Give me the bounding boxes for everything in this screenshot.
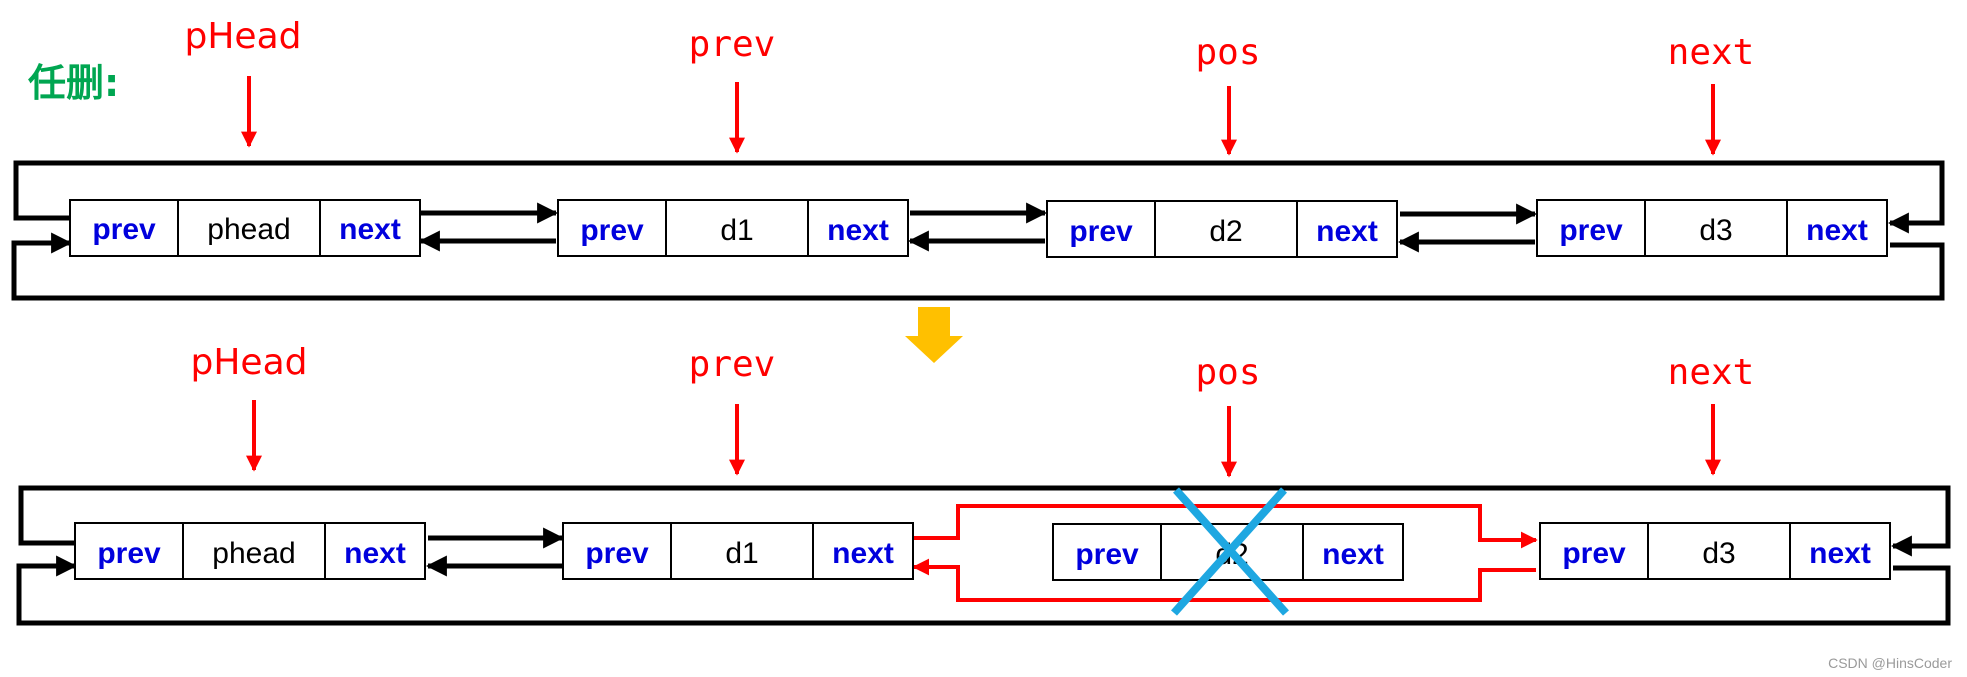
- bottom-circular-link-outer: [18, 485, 1951, 557]
- bottom-label-phead: pHead: [191, 342, 308, 383]
- node-data-field: d1: [725, 537, 758, 570]
- watermark: CSDN @HinsCoder: [1828, 655, 1952, 671]
- diagram-title: 任删:: [28, 61, 119, 105]
- bottom-label-pos: pos: [1195, 352, 1260, 393]
- node-data-field: d1: [720, 214, 753, 247]
- node-next-field: next: [1809, 537, 1871, 570]
- top-node-phead: prev phead next: [69, 199, 421, 257]
- top-label-pos: pos: [1195, 32, 1260, 73]
- delete-cross-icon: [1171, 487, 1289, 616]
- node-next-field: next: [1316, 215, 1378, 248]
- bottom-node-d1: prev d1 next: [562, 522, 914, 580]
- node-prev-field: prev: [1559, 214, 1623, 247]
- node-data-field: d3: [1702, 537, 1735, 570]
- node-prev-field: prev: [92, 213, 156, 246]
- node-prev-field: prev: [1075, 538, 1139, 571]
- top-circular-link-inner: [11, 232, 1945, 301]
- node-data-field: d3: [1699, 214, 1732, 247]
- top-row: pHead prev pos next prev phead next: [11, 16, 1945, 301]
- node-prev-field: prev: [585, 537, 649, 570]
- bottom-row: pHead prev pos next prev phead next: [16, 342, 1951, 626]
- top-label-phead: pHead: [185, 16, 302, 57]
- node-prev-field: prev: [1562, 537, 1626, 570]
- bottom-circular-link-inner: [16, 555, 1951, 626]
- node-data-field: phead: [212, 537, 295, 570]
- node-next-field: next: [1806, 214, 1868, 247]
- top-node-d3: prev d3 next: [1536, 199, 1888, 257]
- node-data-field: phead: [207, 213, 290, 246]
- bottom-new-link-d1-next-to-d3: [912, 504, 1538, 549]
- node-next-field: next: [832, 537, 894, 570]
- node-next-field: next: [827, 214, 889, 247]
- bottom-node-phead: prev phead next: [74, 522, 426, 580]
- node-next-field: next: [339, 213, 401, 246]
- top-node-d1: prev d1 next: [557, 199, 909, 257]
- top-circular-link-outer: [13, 160, 1945, 234]
- top-label-prev: prev: [689, 24, 776, 65]
- node-prev-field: prev: [97, 537, 161, 570]
- node-data-field: d2: [1209, 215, 1242, 248]
- top-node-d2: prev d2 next: [1046, 200, 1398, 258]
- node-next-field: next: [344, 537, 406, 570]
- bottom-node-d3: prev d3 next: [1539, 522, 1891, 580]
- node-prev-field: prev: [580, 214, 644, 247]
- transition-down-arrow-icon: [905, 307, 963, 363]
- node-prev-field: prev: [1069, 215, 1133, 248]
- top-label-next: next: [1668, 32, 1755, 73]
- node-next-field: next: [1322, 538, 1384, 571]
- bottom-new-link-d3-prev-to-d1: [912, 558, 1536, 602]
- bottom-label-next: next: [1668, 352, 1755, 393]
- bottom-label-prev: prev: [689, 344, 776, 385]
